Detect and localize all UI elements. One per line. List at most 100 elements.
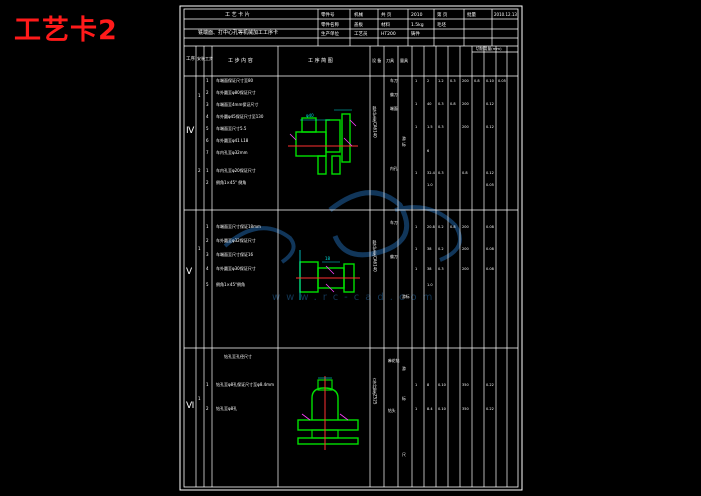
svg-text:40: 40 [427, 102, 431, 106]
step-iv-6: 车外圆至φ41 L18 [216, 137, 249, 143]
svg-text:1.0: 1.0 [427, 183, 433, 187]
svg-text:18: 18 [325, 256, 331, 261]
svg-text:8: 8 [427, 383, 429, 387]
svg-text:2: 2 [206, 90, 209, 95]
header-total-pages: 共 页 [381, 11, 392, 18]
svg-text:1: 1 [198, 93, 201, 98]
svg-text:车刀: 车刀 [390, 220, 398, 225]
svg-text:4: 4 [206, 114, 209, 119]
svg-text:标: 标 [402, 142, 406, 147]
col-process: 工序 [186, 55, 195, 62]
step-v-1: 车端面至尺寸保证18mm [216, 223, 261, 229]
svg-text:2: 2 [198, 168, 201, 173]
header-card-label: 工 艺 卡 片 [225, 11, 250, 18]
svg-text:0.2: 0.2 [438, 247, 444, 251]
step-iv-5: 车端面至尺寸5.5 [216, 125, 247, 131]
svg-text:0.08: 0.08 [486, 267, 494, 271]
svg-text:0.8: 0.8 [450, 102, 456, 106]
svg-text:1: 1 [415, 102, 417, 106]
section-vi-step-numbers: 1 1 2 [198, 382, 209, 411]
col-step: 工步 [205, 55, 213, 61]
svg-text:游: 游 [402, 136, 406, 141]
section-vi-params: 麻花钻 钻头 游 标 尺 1 8 0.10 350 0.22 1 8.4 0.1… [388, 358, 494, 457]
step-v-2: 车外圆至φ32保证尺寸 [216, 237, 256, 243]
sheet-border [179, 5, 523, 491]
svg-text:游: 游 [402, 366, 406, 371]
header-text: 工 艺 卡 片 零件号 机械 共 页 2010 第 页 批量 2010.12.1… [198, 11, 517, 37]
svg-text:0.3: 0.3 [438, 171, 444, 175]
section-v-step-numbers: 1 1 2 3 4 5 [198, 224, 209, 287]
svg-text:350: 350 [462, 407, 469, 411]
step-v-3: 车端面至尺寸保证16 [216, 251, 254, 257]
svg-text:1.0: 1.0 [427, 283, 433, 287]
svg-text:8.4: 8.4 [427, 407, 433, 411]
watermark-text: www.rc-cad.com [272, 292, 438, 303]
svg-text:200: 200 [462, 247, 469, 251]
step-iv-1: 车端面保证尺寸至80 [216, 77, 254, 83]
svg-text:φ40: φ40 [306, 113, 314, 118]
header-part-name-value: 盖板 [354, 21, 363, 28]
svg-text:5: 5 [206, 126, 209, 131]
col-gauge: 量具 [400, 57, 408, 63]
card-title: 工艺卡2 [14, 15, 118, 46]
svg-text:200: 200 [462, 225, 469, 229]
svg-text:0.3: 0.3 [438, 102, 444, 106]
svg-text:标: 标 [402, 396, 406, 401]
section-vi-label: Ⅵ [186, 401, 194, 411]
column-header-text: 工序 安装 工步 工 步 内 容 工 序 简 图 设 备 刀具 量具 切削用量(… [186, 46, 502, 64]
header-table [184, 9, 518, 47]
section-dividers [184, 209, 518, 349]
step-vi-2: 钻孔至φ8孔保证尺寸至φ8.4mm [216, 381, 274, 387]
svg-text:38: 38 [427, 247, 431, 251]
svg-text:1: 1 [198, 396, 201, 401]
svg-text:0.3: 0.3 [450, 79, 456, 83]
svg-text:4: 4 [206, 266, 209, 271]
svg-text:2: 2 [206, 406, 209, 411]
svg-text:0.08: 0.08 [486, 225, 494, 229]
svg-text:0.8: 0.8 [450, 225, 456, 229]
section-iv-sketch: φ40 [288, 109, 358, 175]
svg-text:1: 1 [206, 382, 209, 387]
svg-text:200: 200 [462, 125, 469, 129]
svg-text:1: 1 [206, 78, 209, 83]
step-iv-7: 车内孔至φ32mm [216, 149, 248, 155]
svg-text:0.8: 0.8 [474, 79, 480, 83]
section-iv-step-numbers: 1 1 2 3 4 5 6 7 2 1 2 [198, 78, 209, 185]
section-iv-equipment: 卧式车床CA6140 [373, 105, 378, 139]
svg-text:1: 1 [206, 224, 209, 229]
step-iv-9: 车内孔至φ20保证尺寸 [216, 167, 256, 173]
step-vi-3: 钻孔至φ8孔 [216, 405, 237, 411]
svg-text:350: 350 [462, 383, 469, 387]
svg-text:1: 1 [415, 407, 417, 411]
svg-text:1: 1 [415, 171, 417, 175]
watermark: www.rc-cad.com [223, 190, 462, 303]
section-v-params: 车刀 偏刀 游标 1 20.8 0.2 0.8 200 0.08 1 38 0.… [390, 220, 494, 299]
svg-text:6: 6 [427, 149, 429, 153]
svg-text:200: 200 [462, 102, 469, 106]
svg-text:0.3: 0.3 [438, 267, 444, 271]
svg-text:1: 1 [415, 267, 417, 271]
header-weight: 1.5kg [411, 22, 424, 28]
section-v-label: Ⅴ [186, 267, 193, 277]
header-material-value: HT200 [381, 31, 396, 37]
section-iv-label: Ⅳ [186, 126, 195, 136]
svg-text:1.5: 1.5 [427, 125, 433, 129]
col-cutting-group: 切削用量(mm) [476, 46, 502, 51]
svg-text:0.10: 0.10 [438, 407, 446, 411]
header-part-no-label: 零件号 [321, 11, 335, 18]
section-vi-equipment: 立式钻床Z525 [373, 377, 378, 405]
step-iv-10: 倒角1×45° 倒角 [216, 179, 246, 185]
svg-text:尺: 尺 [402, 452, 406, 457]
svg-text:2: 2 [206, 180, 209, 185]
col-equipment: 设 备 [372, 57, 381, 63]
svg-text:1: 1 [415, 247, 417, 251]
svg-text:1: 1 [415, 383, 417, 387]
section-v-steps: 车端面至尺寸保证18mm 车外圆至φ32保证尺寸 车端面至尺寸保证16 车外圆至… [216, 223, 261, 287]
step-iv-2: 车外圆至φ80保证尺寸 [216, 89, 256, 95]
step-vi-1: 钻孔至孔径尺寸 [224, 353, 252, 359]
svg-text:1: 1 [415, 79, 417, 83]
section-v-equipment: 卧式车床CA6140 [373, 239, 378, 273]
svg-text:游标: 游标 [402, 294, 410, 299]
sheet-inner-border [183, 8, 519, 488]
